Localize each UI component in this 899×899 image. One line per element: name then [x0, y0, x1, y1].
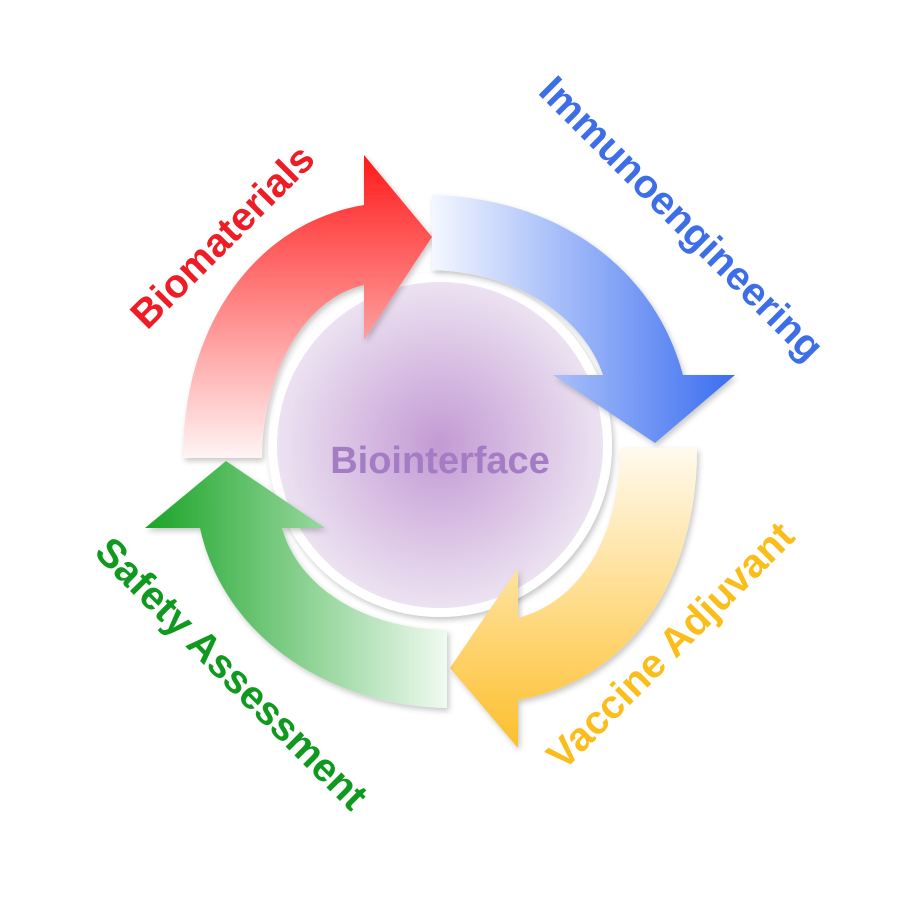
center-circle-group: [268, 273, 612, 617]
arrow-vaccine-adjuvant: [450, 448, 697, 748]
center-label: Biointerface: [330, 440, 550, 482]
arrow-immunoengineering: [432, 195, 735, 443]
arrow-safety-assessment: [145, 461, 447, 708]
center-circle: [277, 282, 603, 608]
arrow-biomaterials: [183, 155, 432, 458]
